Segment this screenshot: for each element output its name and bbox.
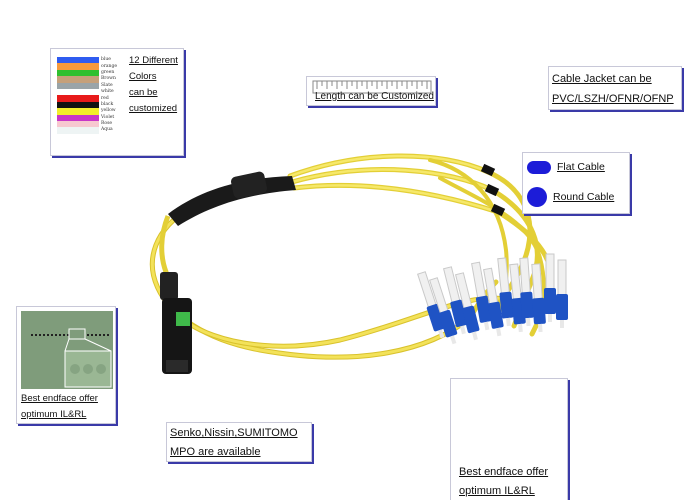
lc-connector <box>519 257 534 327</box>
flat-cable-icon <box>527 161 551 174</box>
round-cable-row: Round Cable <box>527 187 614 207</box>
endface-right-line-1: Best endface offer <box>459 466 549 478</box>
color-swatch: Rose <box>57 120 125 128</box>
brands-line-2: MPO are available <box>170 446 261 458</box>
color-swatch-name: Aqua <box>101 127 113 133</box>
color-swatch-bar <box>57 120 99 128</box>
color-swatch: Violet <box>57 114 125 121</box>
color-swatch-name: Brown <box>101 76 116 82</box>
endface-left-callout: Best endface offer optimum IL&RL <box>16 306 116 424</box>
lc-connectors <box>417 253 568 345</box>
endface-right-line-2: optimum IL&RL <box>459 485 535 497</box>
color-swatch-name: red <box>101 95 109 101</box>
color-swatch-bar <box>57 88 99 96</box>
endface-microscope-image <box>21 311 113 389</box>
color-swatch: blue <box>57 57 125 64</box>
length-callout: Length can be Customized <box>306 76 436 106</box>
cable-type-callout: Flat Cable Round Cable <box>522 152 630 214</box>
endface-left-line-2: optimum IL&RL <box>21 409 87 420</box>
color-swatch-bar <box>57 95 99 102</box>
color-swatch-bar <box>57 127 99 134</box>
flat-cable-row: Flat Cable <box>527 159 605 176</box>
flat-cable-label: Flat Cable <box>557 161 605 173</box>
color-swatch-name: yellow <box>101 108 116 114</box>
color-swatch-name: white <box>101 89 114 95</box>
colors-line-2: Colors <box>129 71 157 82</box>
lc-connector <box>497 257 514 327</box>
color-swatch-name: Slate <box>101 82 113 88</box>
endface-left-line-1: Best endface offer <box>21 393 98 404</box>
brands-callout: Senko,Nissin,SUMITOMO MPO are available <box>166 422 312 462</box>
color-swatch: white <box>57 88 125 96</box>
jacket-line-1: Cable Jacket can be <box>552 73 652 85</box>
color-swatch-name: blue <box>101 57 111 63</box>
length-text: Length can be Customized <box>315 91 434 102</box>
colors-line-1: 12 Different <box>129 55 178 66</box>
color-swatch-name: green <box>101 69 115 75</box>
colors-line-4: customized <box>129 103 178 114</box>
lc-connector <box>454 272 480 341</box>
color-swatch-bar <box>57 82 99 89</box>
lc-connector <box>556 259 568 328</box>
color-swatch: Slate <box>57 82 125 89</box>
jacket-callout: Cable Jacket can be PVC/LSZH/OFNR/OFNP <box>548 66 682 110</box>
color-swatch-bar <box>57 114 99 121</box>
mpo-connector <box>159 215 192 374</box>
color-swatch: Aqua <box>57 127 125 134</box>
color-swatch-name: black <box>101 101 114 107</box>
color-swatch-bar <box>57 108 99 115</box>
round-cable-icon <box>527 187 547 207</box>
color-swatch-name: Violet <box>101 114 115 120</box>
color-swatch-name: orange <box>101 63 117 69</box>
color-swatch-bar <box>57 101 99 109</box>
color-swatch: red <box>57 95 125 102</box>
brands-line-1: Senko,Nissin,SUMITOMO <box>170 427 298 439</box>
lc-connector <box>471 261 492 331</box>
lc-connector <box>483 267 504 337</box>
jacket-line-2: PVC/LSZH/OFNR/OFNP <box>552 93 674 105</box>
ruler-icon <box>312 80 432 94</box>
color-swatch: yellow <box>57 108 125 115</box>
lc-connector <box>531 263 546 333</box>
fanout-boot <box>168 163 506 226</box>
color-swatch-bar <box>57 76 99 83</box>
lc-connector <box>429 277 458 345</box>
color-swatch: black <box>57 101 125 109</box>
colors-line-3: can be <box>129 87 158 98</box>
lc-connector <box>417 271 446 339</box>
color-swatch: green <box>57 69 125 77</box>
color-swatch-bar <box>57 69 99 77</box>
lc-connector <box>544 253 556 322</box>
color-swatch-bar <box>57 57 99 64</box>
color-swatch: orange <box>57 63 125 70</box>
endface-right-callout: Best endface offer optimum IL&RL <box>450 378 568 500</box>
round-cable-label: Round Cable <box>553 190 615 203</box>
color-swatch-name: Rose <box>101 121 113 127</box>
color-swatch: Brown <box>57 76 125 83</box>
color-swatch-bar <box>57 63 99 70</box>
